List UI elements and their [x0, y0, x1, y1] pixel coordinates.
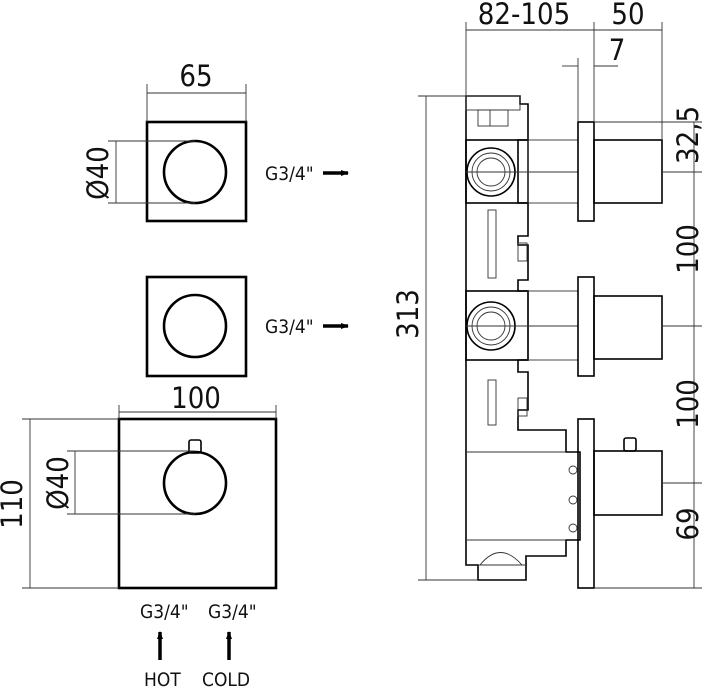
spacing-2-dim: 100	[671, 379, 705, 429]
diameter-dim-bottom: Ø40	[41, 456, 75, 510]
front-view-top: 65 Ø40 G3/4"	[81, 59, 349, 223]
inlet-thread-hot: G3/4"	[140, 601, 189, 623]
width-dim-100: 100	[171, 381, 221, 415]
height-dim-110: 110	[0, 479, 29, 529]
inlet-label-cold: COLD	[202, 669, 250, 690]
depth-dim: 82-105	[478, 0, 570, 31]
diameter-dim-top: Ø40	[81, 146, 115, 200]
width-dim-65: 65	[179, 59, 212, 93]
spacing-1-dim: 100	[671, 224, 705, 274]
connection-label-middle: G3/4"	[265, 316, 314, 338]
bottom-offset-dim: 69	[671, 507, 705, 540]
front-view-middle: G3/4"	[145, 275, 349, 378]
inlet-label-hot: HOT	[144, 669, 181, 690]
plate-dim: 7	[609, 33, 626, 67]
handle-dim: 50	[611, 0, 644, 31]
connection-label-top: G3/4"	[265, 163, 314, 185]
inlet-thread-cold: G3/4"	[208, 601, 257, 623]
total-height-dim: 313	[391, 289, 425, 339]
front-view-bottom: 100 110 Ø40 G3/4" G3/4" HOT COLD	[0, 381, 278, 690]
side-view: 82-105 50 7 313 32,5 100 100 69	[391, 0, 705, 589]
top-offset-dim: 32,5	[671, 106, 705, 164]
